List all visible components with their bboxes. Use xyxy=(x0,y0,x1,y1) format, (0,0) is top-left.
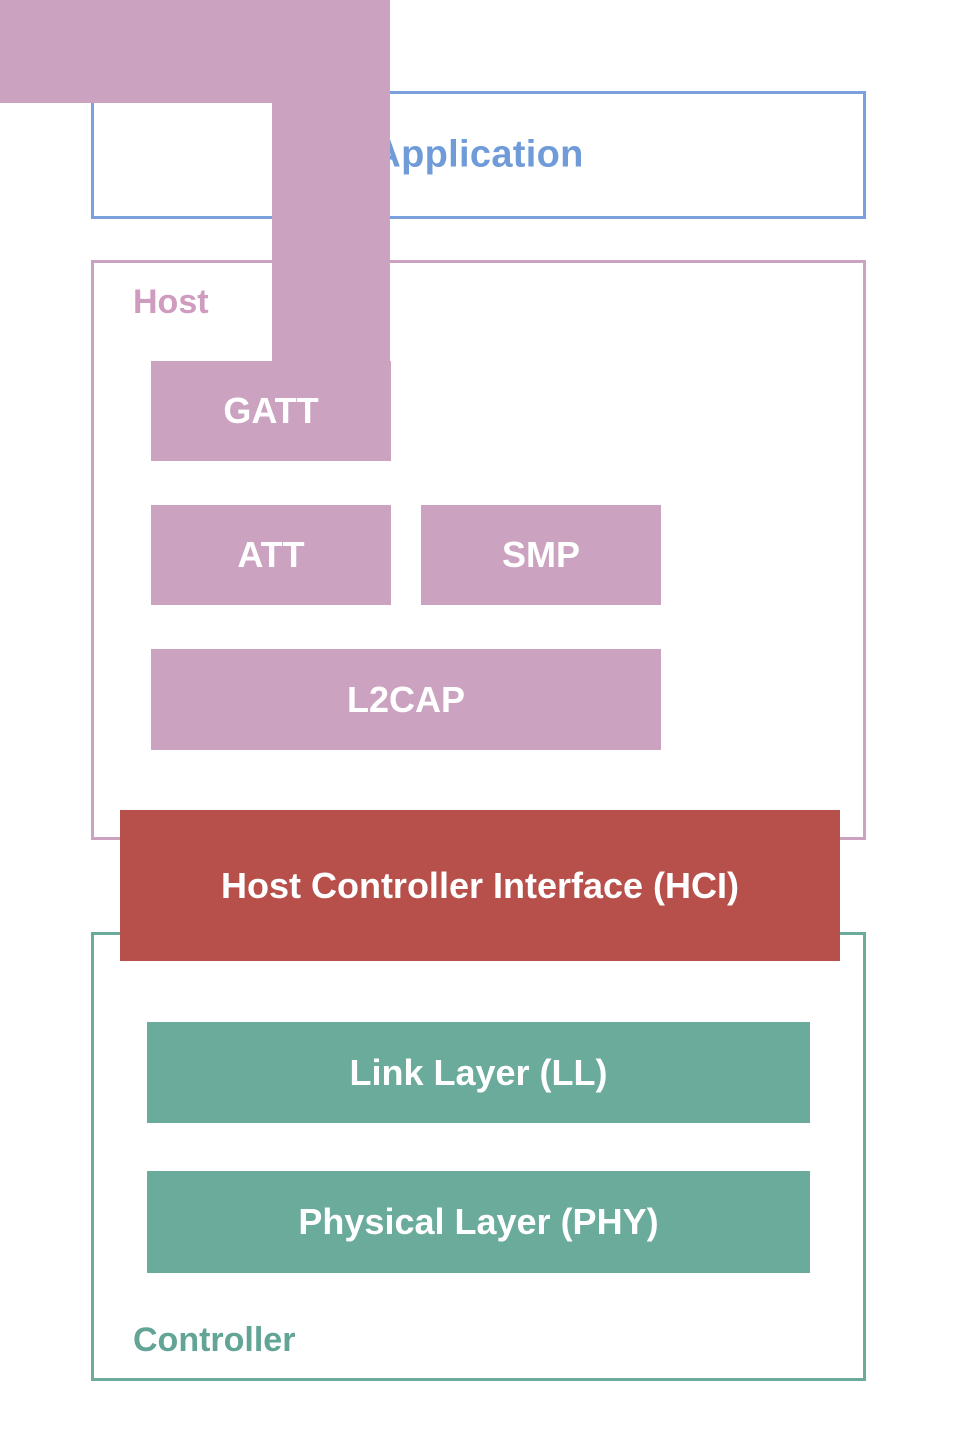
controller-label: Controller xyxy=(133,1321,296,1359)
block-link-layer: Link Layer (LL) xyxy=(147,1022,810,1123)
block-l2cap: L2CAP xyxy=(151,649,661,750)
application-label: Application xyxy=(373,133,584,176)
block-smp: SMP xyxy=(421,505,661,605)
block-gap-label: GAP xyxy=(0,0,390,103)
block-att: ATT xyxy=(151,505,391,605)
block-host-controller-interface: Host Controller Interface (HCI) xyxy=(120,810,840,961)
host-label: Host xyxy=(133,283,209,321)
application-layer-box: Application xyxy=(91,91,866,219)
block-physical-layer: Physical Layer (PHY) xyxy=(147,1171,810,1273)
controller-layer-box: Controller xyxy=(91,932,866,1381)
